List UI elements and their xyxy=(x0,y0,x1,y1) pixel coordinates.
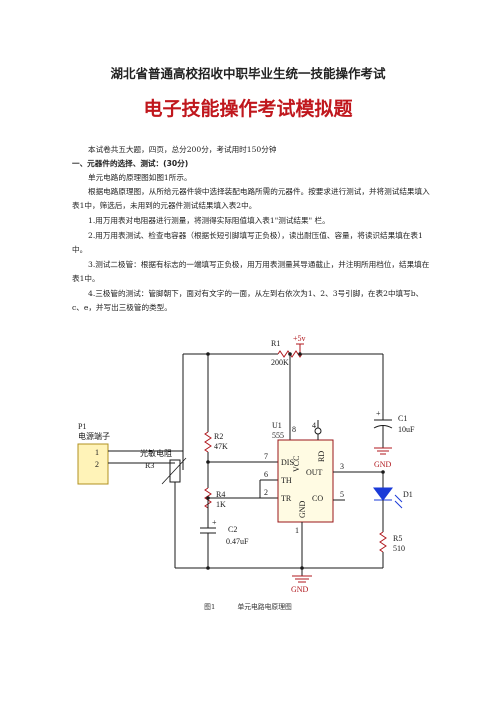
p1-name: 电源端子 xyxy=(78,431,110,441)
paragraph-2: 根据电路原理图，从所给元器件袋中选择装配电路所需的元器件。按要求进行测试，并将测… xyxy=(72,187,430,210)
u1-type: 555 xyxy=(272,431,284,440)
dis-label: DIS xyxy=(281,458,294,467)
pin7-label: 7 xyxy=(264,452,268,461)
gnd-bottom-label: GND xyxy=(291,585,309,594)
d1-label: D1 xyxy=(403,490,413,499)
paragraph-1: 单元电路的原理图如图1所示。 xyxy=(88,173,192,182)
c1-value: 10uF xyxy=(398,425,415,434)
pin5-label: 5 xyxy=(340,490,344,499)
r2-label: R2 xyxy=(214,432,223,441)
caption-number: 图1 xyxy=(204,603,216,611)
r3-name: 光敏电阻 xyxy=(140,448,172,458)
gnd-pin-label: GND xyxy=(298,500,307,518)
rd-label: RD xyxy=(317,451,326,462)
r4-value: 1K xyxy=(216,500,226,509)
r4-label: R4 xyxy=(216,490,225,499)
pin4-label: 4 xyxy=(312,421,316,430)
out-label: OUT xyxy=(306,468,323,477)
tr-label: TR xyxy=(281,494,292,503)
vcc-pin-label: VCC xyxy=(292,456,301,472)
paragraph-6: 4.三极管的测试：管脚朝下，面对有文字的一面，从左到右依次为1、2、3号引脚，在… xyxy=(72,289,424,312)
r5-label: R5 xyxy=(393,534,402,543)
figure-caption: 图1 单元电路电原理图 xyxy=(0,601,496,611)
section-heading: 一、元器件的选择、测试：(30分) xyxy=(72,159,189,168)
r1-label: R1 xyxy=(271,339,280,348)
pin8-label: 8 xyxy=(292,425,296,434)
p1-pin1: 1 xyxy=(95,448,99,457)
exam-subtitle: 电子技能操作考试模拟题 xyxy=(143,98,353,120)
intro-text: 本试卷共五大题，四页，总分200分，考试用时150分钟 xyxy=(88,145,277,154)
r5-value: 510 xyxy=(393,544,405,553)
p1-pin2: 2 xyxy=(95,460,99,469)
r1-value: 200K xyxy=(271,358,289,367)
exam-title: 湖北省普通高校招收中职毕业生统一技能操作考试 xyxy=(110,66,386,81)
r2-value: 47K xyxy=(214,442,228,451)
c1-plus: + xyxy=(376,409,381,418)
pin2-label: 2 xyxy=(264,488,268,497)
c2-label: C2 xyxy=(228,525,237,534)
c2-value: 0.47uF xyxy=(226,537,249,546)
vcc-label: +5v xyxy=(293,334,306,343)
c1-label: C1 xyxy=(398,414,407,423)
paragraph-3: 1.用万用表对电阻器进行测量，将测得实际阻值填入表1"测试结果" 栏。 xyxy=(88,216,330,225)
paragraph-5: 3.测试二极管：根据有标志的一端填写正负极，用万用表测量其导通截止，并注明所用档… xyxy=(72,260,430,283)
paragraph-4: 2.用万用表测试、检查电容器（根据长短引脚填写正负极），读出耐压值、容量，将读识… xyxy=(72,231,423,254)
p1-label: P1 xyxy=(78,422,86,431)
pin1-label: 1 xyxy=(295,526,299,535)
th-label: TH xyxy=(281,476,292,485)
gnd-right-label: GND xyxy=(374,460,392,469)
u1-label: U1 xyxy=(272,421,282,430)
caption-text: 单元电路电原理图 xyxy=(237,603,292,611)
c2-plus: + xyxy=(212,518,217,527)
pin6-label: 6 xyxy=(264,470,268,479)
co-label: CO xyxy=(312,494,323,503)
pin3-label: 3 xyxy=(340,462,344,471)
r3-label: R3 xyxy=(145,461,154,470)
